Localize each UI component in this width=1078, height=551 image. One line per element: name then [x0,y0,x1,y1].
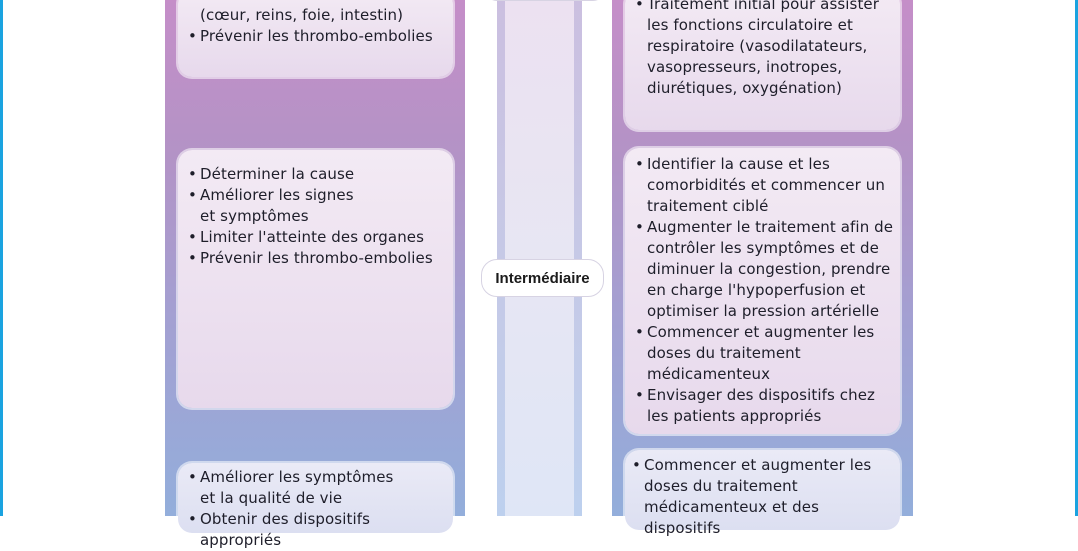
goals-card-initial: (cœur, reins, foie, intestin) Prévenir l… [178,0,453,77]
goal-item: Déterminer la cause [188,164,448,185]
goal-item: Prévenir les thrombo-embolies [188,26,448,47]
stage-column [505,0,574,516]
management-card-chronic: Commencer et augmenter les doses du trai… [625,450,900,537]
goal-item: Améliorer les signes et symptômes [188,185,448,227]
stage-label-intermediate: Intermédiaire [481,259,604,297]
goal-item: Prévenir les thrombo-embolies [188,248,448,269]
goals-card-intermediate: Déterminer la cause Améliorer les signes… [178,150,453,408]
goal-item: Améliorer les symptômes et la qualité de… [188,467,448,509]
goals-card-chronic: Améliorer les symptômes et la qualité de… [178,463,453,549]
management-item: Identifier la cause et les comorbidités … [635,154,897,217]
management-item: Commencer et augmenter les doses du trai… [635,322,897,385]
goal-item: Limiter l'atteinte des organes [188,227,448,248]
stage-label-top [485,0,605,1]
management-item: Envisager des dispositifs chez les patie… [635,385,897,427]
management-card-intermediate: Identifier la cause et les comorbidités … [625,148,900,434]
management-card-initial: Traitement initial pour assister les fon… [625,0,900,130]
goal-item: Obtenir des dispositifs appropriés [188,509,448,551]
management-item: Augmenter le traitement afin de contrôle… [635,217,897,322]
management-item: Commencer et augmenter les doses du trai… [632,455,898,539]
management-item: Traitement initial pour assister les fon… [635,0,897,99]
goal-item: (cœur, reins, foie, intestin) [188,0,448,26]
